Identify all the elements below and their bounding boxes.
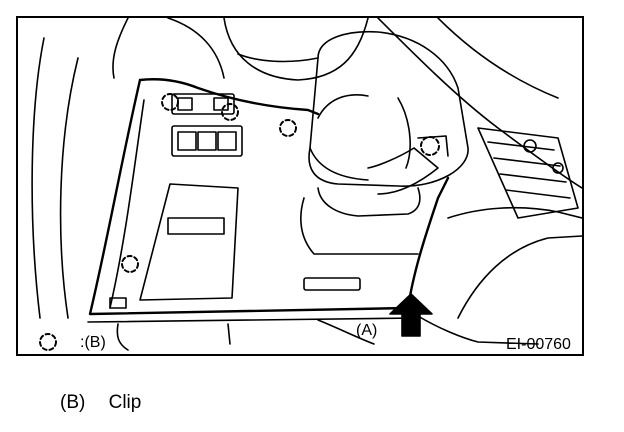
clip-legend-icon <box>39 333 57 351</box>
diagram-frame: :(B) (A) EI-00760 <box>16 16 584 356</box>
clip-b-markers <box>121 93 297 273</box>
callout-a: (A) <box>356 322 378 339</box>
lower-trim-panel <box>88 78 450 316</box>
caption-text: Clip <box>108 392 142 413</box>
legend-code: :(B) <box>80 334 106 351</box>
arrow-a-icon <box>389 293 433 337</box>
caption-code: (B) <box>60 392 86 413</box>
instrument-panel-illustration <box>31 18 582 351</box>
caption: (B) Clip <box>60 392 141 414</box>
clip-b-column <box>420 136 440 156</box>
figure-id: EI-00760 <box>506 336 571 353</box>
glove-compartment <box>139 183 239 301</box>
steering-column <box>308 30 469 187</box>
switch-panel <box>171 93 243 157</box>
center-console-vents <box>477 127 579 219</box>
dashboard-outline <box>31 37 45 319</box>
